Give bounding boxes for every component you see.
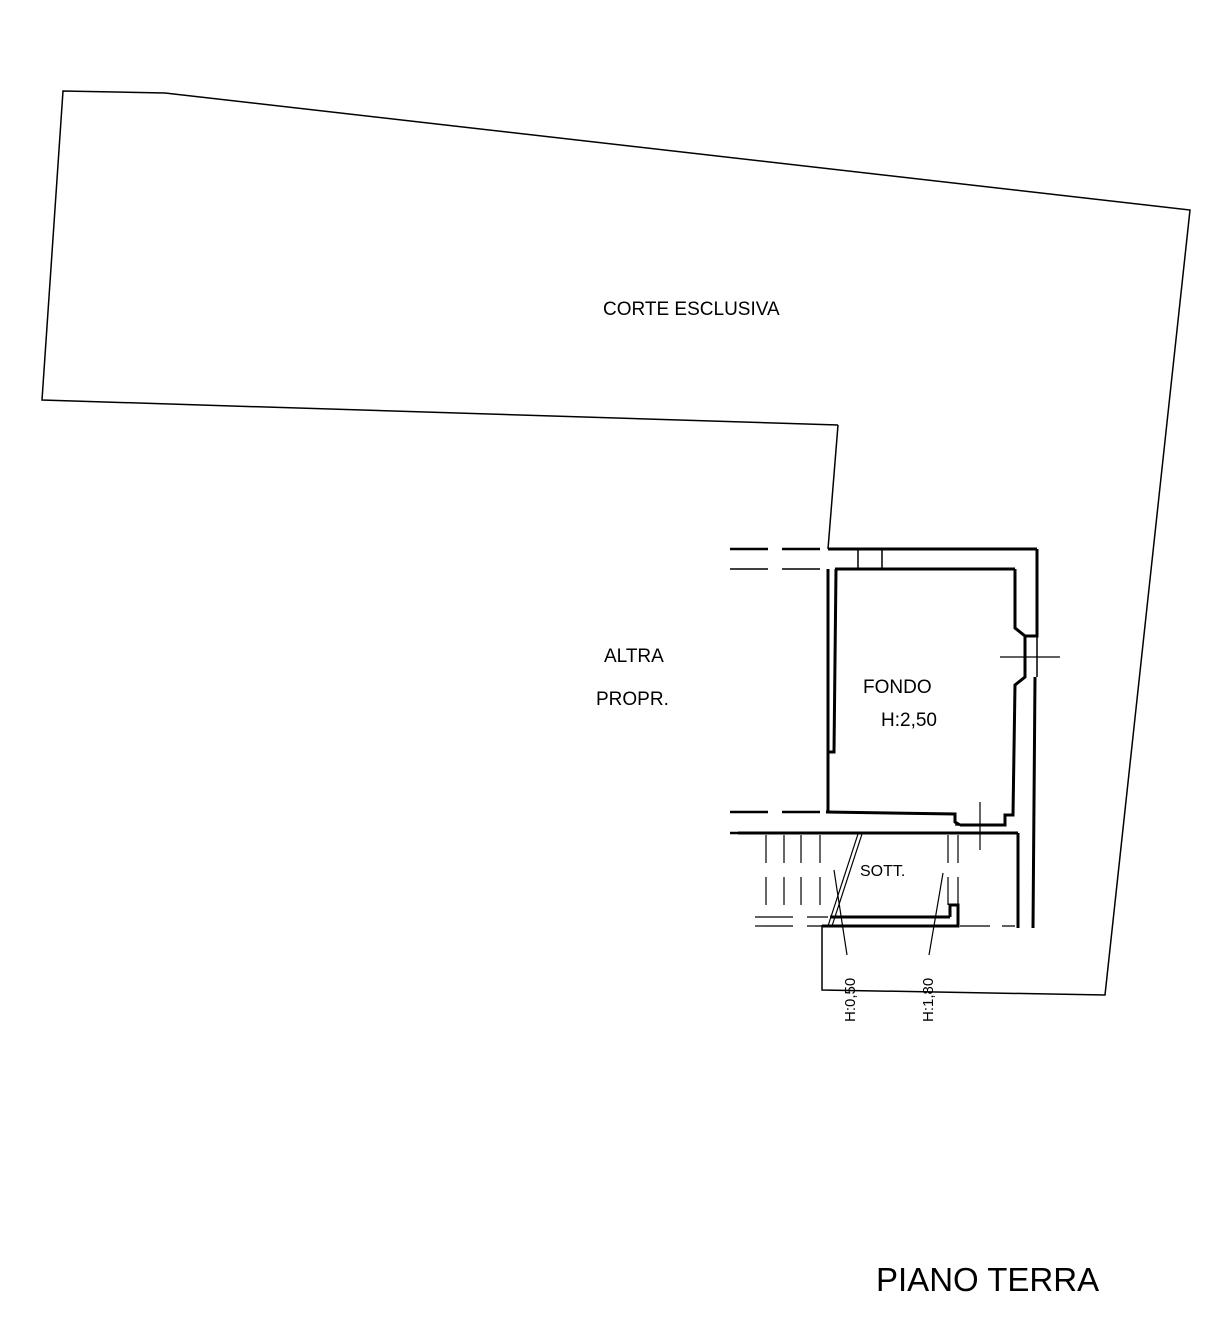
attic-label: SOTT. [860, 863, 906, 880]
room-height-label: H:2,50 [881, 710, 937, 731]
slope-lines [827, 833, 944, 956]
room-name-label: FONDO [863, 677, 932, 698]
attic-height-high-label: H:1,80 [920, 977, 937, 1022]
adjacent-walls-dashed [730, 547, 828, 927]
courtyard-label: CORTE ESCLUSIVA [603, 299, 780, 320]
hidden-lines [765, 835, 959, 915]
floor-title: PIANO TERRA [876, 1261, 1100, 1298]
other-property-label-line2: PROPR. [596, 689, 669, 710]
courtyard-boundary [41, 90, 1191, 996]
attic-height-low-label: H:0,50 [842, 977, 859, 1022]
building-walls [738, 547, 1060, 929]
other-property-label-line1: ALTRA [604, 646, 664, 667]
